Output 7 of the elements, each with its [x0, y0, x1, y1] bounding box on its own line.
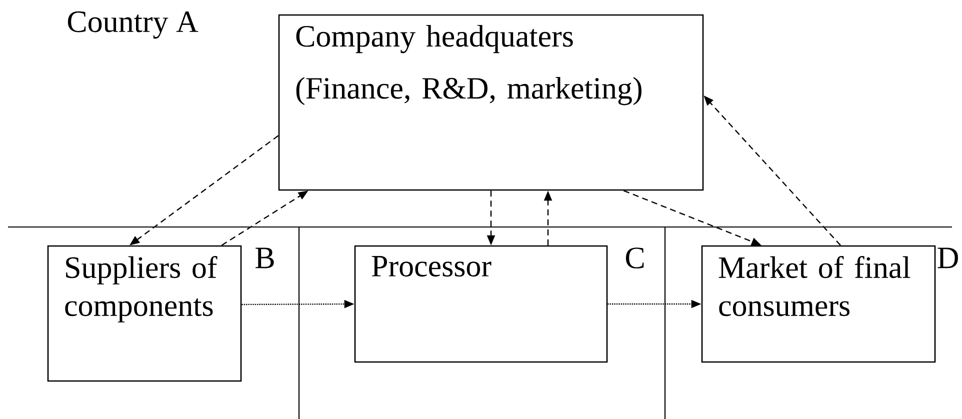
region-letter: C — [626, 248, 644, 268]
market-box: Market of final consumers — [701, 245, 936, 363]
region-letter: B — [256, 248, 274, 268]
region-label: Country A — [68, 11, 198, 39]
office-box: Company headquaters (Finance, R&D, marketing) — [278, 14, 704, 191]
supplier-box: Suppliers of components — [47, 245, 242, 382]
processor-box: Processor — [354, 245, 608, 363]
